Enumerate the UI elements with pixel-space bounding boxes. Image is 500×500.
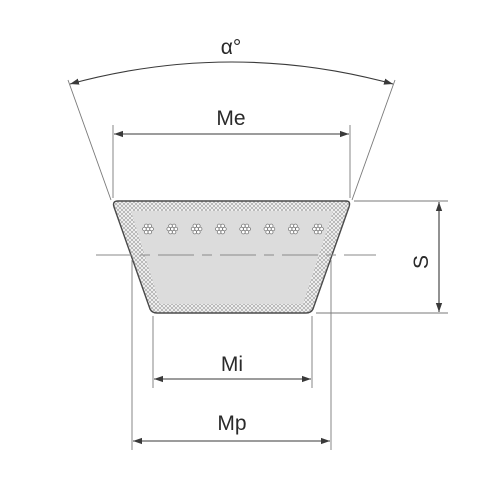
- top-width-dimension: Me: [112, 107, 351, 198]
- height-dimension: S: [316, 200, 448, 314]
- top-width-label: Me: [216, 107, 245, 130]
- tensile-cord: [142, 223, 154, 235]
- tensile-cord: [263, 223, 276, 235]
- pitch-width-label: Mp: [217, 412, 246, 435]
- tensile-cord: [190, 223, 203, 235]
- inner-width-label: Mi: [221, 353, 243, 376]
- height-label: S: [410, 255, 433, 269]
- angle-label: α°: [221, 36, 242, 59]
- pitch-width-dimension: Mp: [131, 260, 332, 450]
- angle-arc: [69, 61, 394, 85]
- tensile-cord: [166, 223, 179, 235]
- belt-cross-section: [112, 200, 351, 314]
- tensile-cord: [239, 223, 251, 235]
- angle-extension-right: [351, 79, 396, 201]
- tensile-cord: [312, 223, 324, 235]
- tensile-cord: [215, 223, 227, 235]
- angle-dimension: α°: [67, 36, 396, 201]
- tensile-cord-row: [142, 223, 324, 235]
- angle-extension-left: [67, 79, 112, 201]
- inner-width-dimension: Mi: [152, 316, 313, 388]
- belt-core: [131, 211, 333, 304]
- tensile-cord: [287, 223, 300, 235]
